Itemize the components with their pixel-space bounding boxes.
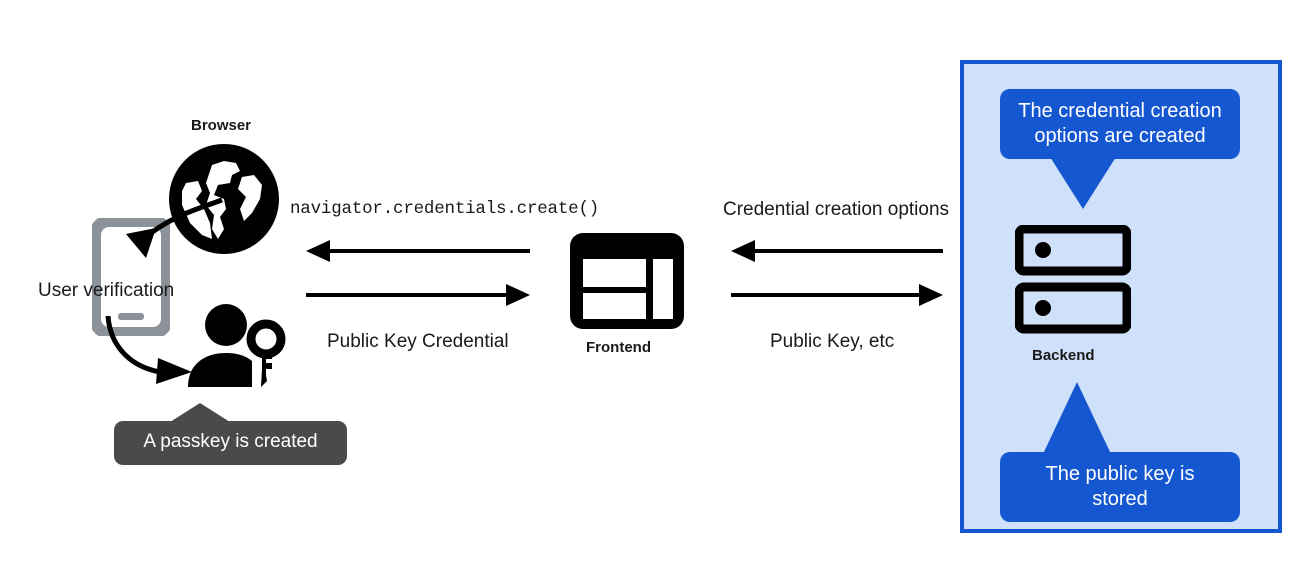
arrow-backend-to-frontend xyxy=(731,240,943,262)
arrow-shaft xyxy=(306,293,508,297)
callout-bottom-tail xyxy=(1043,382,1111,454)
backend-callout-top: The credential creation options are crea… xyxy=(1000,89,1240,159)
frontend-icon xyxy=(568,231,686,331)
credential-creation-options-label: Credential creation options xyxy=(723,199,950,220)
browser-label: Browser xyxy=(191,117,252,134)
arrow-browser-to-frontend xyxy=(306,284,530,306)
navigator-credentials-create-label: navigator.credentials.create() xyxy=(290,199,600,219)
callout-top-tail xyxy=(1045,149,1121,209)
public-key-credential-label: Public Key Credential xyxy=(327,331,509,352)
arrow-frontend-to-backend xyxy=(731,284,943,306)
arrow-phone-to-person xyxy=(100,310,220,390)
globe-icon xyxy=(168,143,280,255)
arrow-head-right-icon xyxy=(506,284,530,306)
arrow-shaft xyxy=(328,249,530,253)
arrow-head-left-icon xyxy=(306,240,330,262)
backend-label: Backend xyxy=(1032,347,1095,364)
arrow-frontend-to-browser xyxy=(306,240,530,262)
arrow-shaft xyxy=(753,249,943,253)
mobile-phone-icon xyxy=(89,215,173,339)
passkey-tooltip-text: A passkey is created xyxy=(114,421,347,465)
passkey-created-tooltip: A passkey is created xyxy=(114,403,347,465)
user-verification-label: User verification xyxy=(38,280,175,301)
tooltip-tail xyxy=(170,403,230,422)
arrow-globe-to-phone xyxy=(100,190,230,280)
server-rack-icon xyxy=(1014,224,1132,335)
public-key-etc-label: Public Key, etc xyxy=(770,331,895,352)
frontend-label: Frontend xyxy=(586,339,651,356)
person-with-key-icon xyxy=(188,303,288,391)
backend-callout-bottom: The public key is stored xyxy=(1000,452,1240,522)
arrow-shaft xyxy=(731,293,921,297)
arrow-head-right-icon xyxy=(919,284,943,306)
arrow-head-left-icon xyxy=(731,240,755,262)
